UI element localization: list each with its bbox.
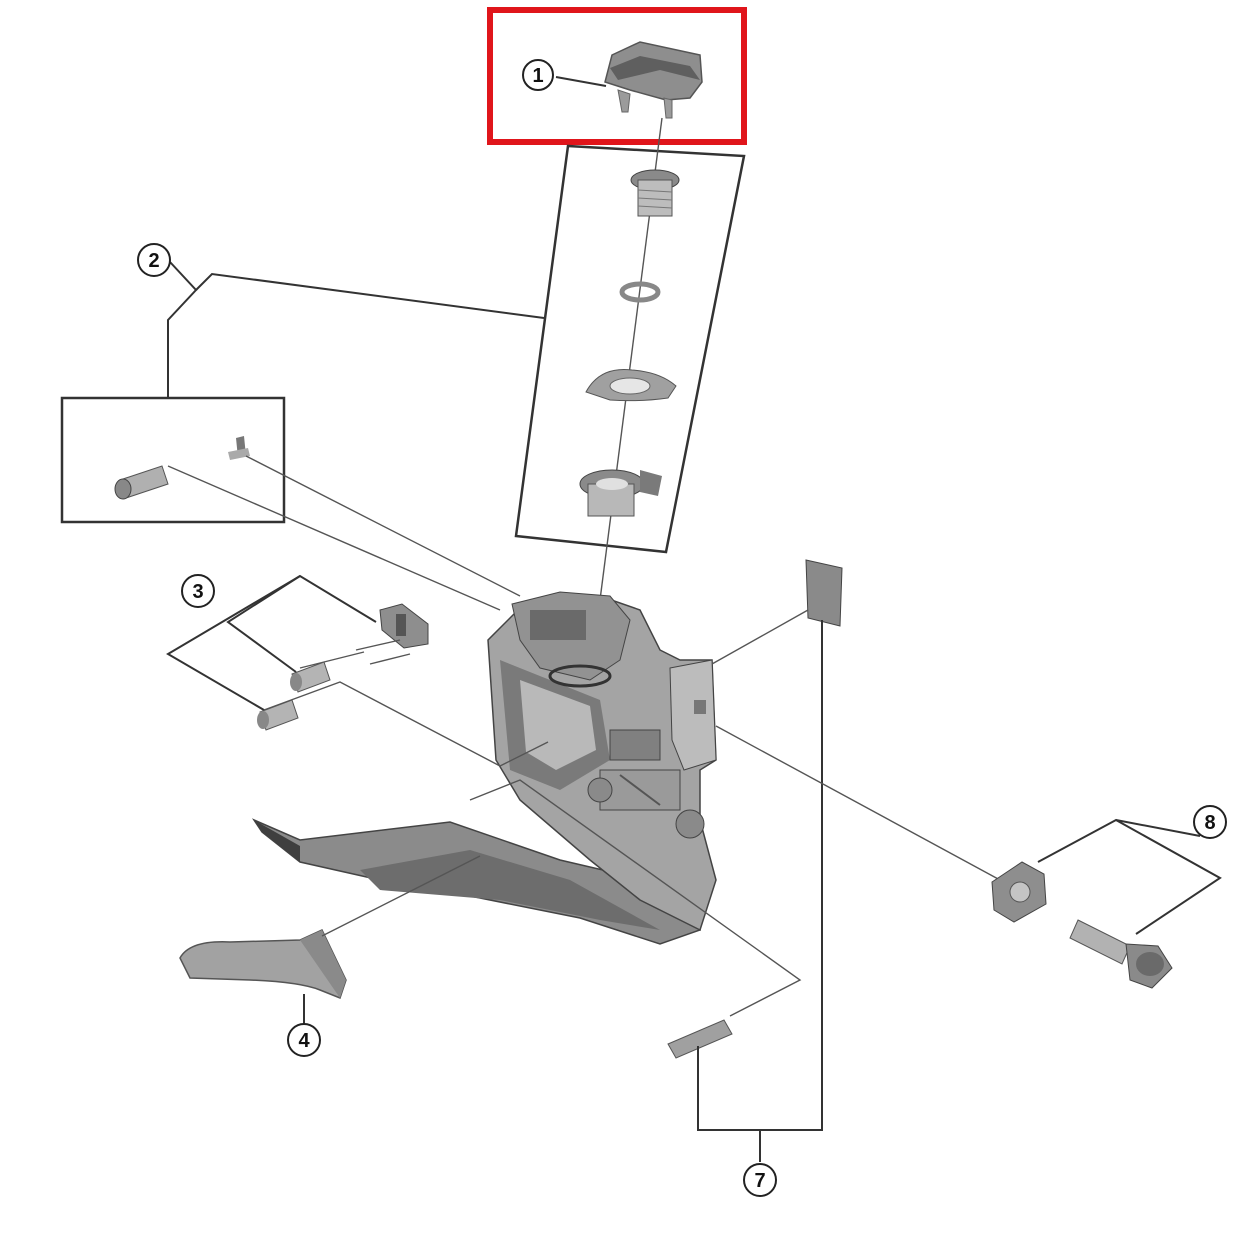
svg-text:8: 8 (1204, 812, 1215, 834)
part-2-washer-plate (585, 368, 677, 402)
part-2-clip (228, 436, 250, 460)
svg-text:4: 4 (298, 1030, 310, 1052)
svg-text:1: 1 (532, 65, 543, 87)
callout-4: 4 (287, 1023, 321, 1057)
callout-7: 7 (743, 1163, 777, 1197)
part-7-pin (667, 1019, 733, 1059)
part-7-shim-plate (805, 559, 843, 627)
svg-text:7: 7 (754, 1170, 765, 1192)
callout-8: 8 (1193, 805, 1227, 839)
highlight-box (487, 7, 747, 145)
part-2-pin (114, 465, 169, 500)
callout-1: 1 (522, 59, 554, 91)
part-3-bushing-a (290, 661, 331, 693)
callout-3: 3 (181, 574, 215, 608)
part-2-o-ring (619, 281, 661, 303)
part-2-detail-box (60, 396, 286, 524)
derailleur-body (251, 591, 717, 945)
callout-2: 2 (137, 243, 171, 277)
svg-text:2: 2 (148, 250, 159, 272)
part-2-group-box (514, 144, 746, 554)
part-1-cover-cap (604, 41, 703, 119)
part-3-cable-fixing (355, 603, 429, 665)
part-2-base-nut (579, 469, 662, 517)
part-2-adjust-screw (630, 169, 680, 217)
svg-text:3: 3 (192, 581, 203, 603)
part-8-bracket-nut (991, 861, 1047, 923)
part-3-bushing-b (257, 699, 299, 731)
part-4-chain-guide-cover (179, 929, 347, 999)
part-8-bolt (1069, 919, 1173, 989)
